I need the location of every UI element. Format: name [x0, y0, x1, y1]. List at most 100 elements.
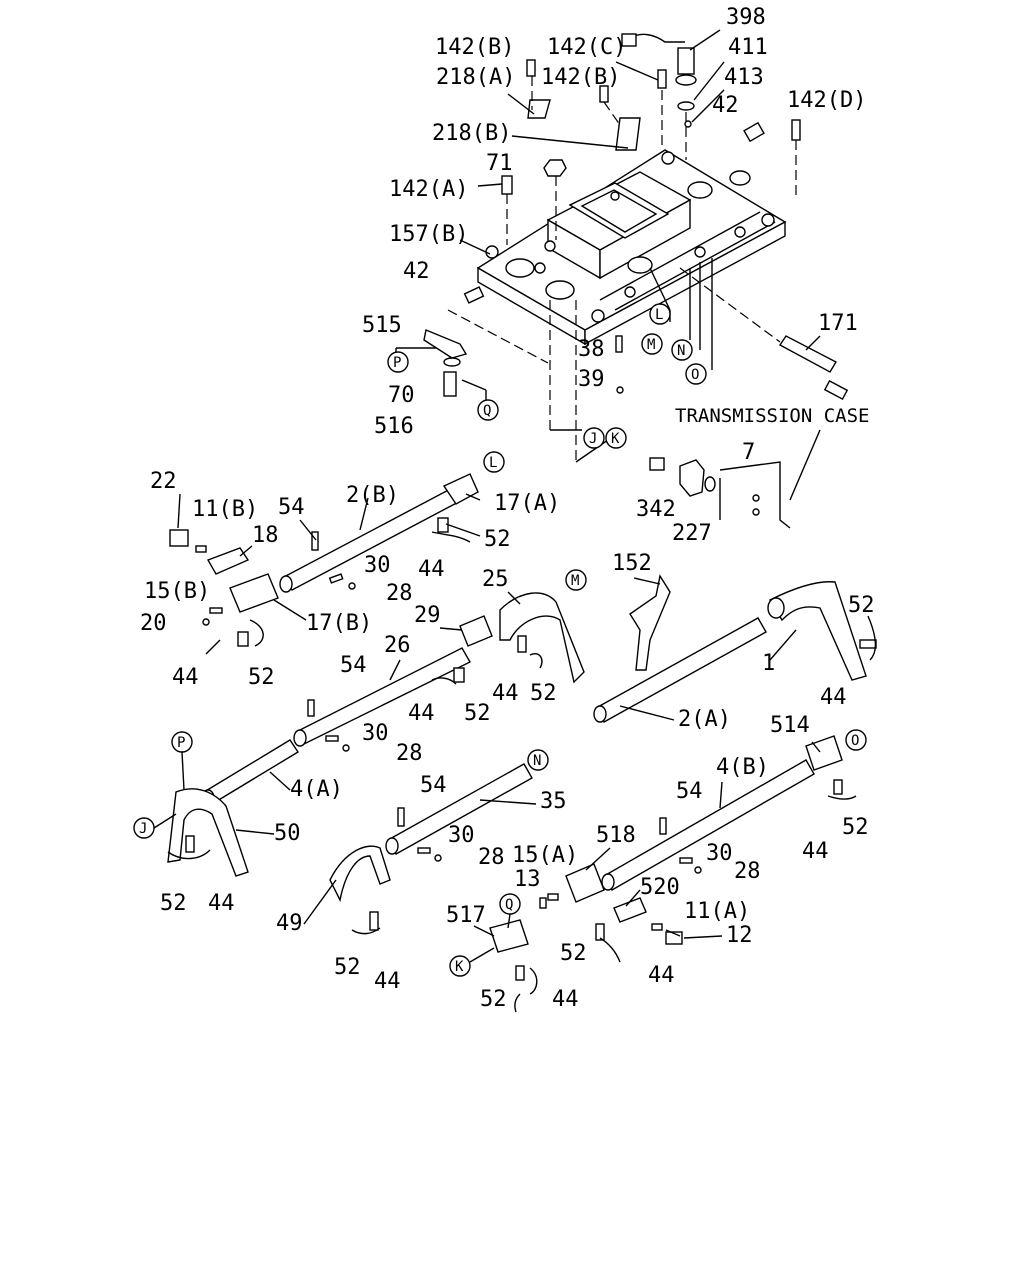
svg-text:K: K — [455, 959, 464, 975]
label-25: 25 — [482, 567, 509, 592]
label-28-3: 28 — [478, 845, 505, 870]
svg-text:O: O — [851, 733, 859, 749]
ref-l-2: L — [483, 451, 505, 473]
ref-n-2: N — [527, 749, 549, 771]
label-42-2: 42 — [403, 259, 430, 284]
shift-cover-assembly — [395, 33, 849, 463]
label-1: 1 — [762, 651, 775, 676]
label-142c: 142(C) — [547, 35, 626, 60]
label-342: 342 — [636, 497, 676, 522]
label-4a: 4(A) — [290, 777, 343, 802]
ref-j-2: J — [133, 817, 155, 839]
svg-text:M: M — [647, 337, 655, 353]
label-44-6: 44 — [208, 891, 235, 916]
label-142a: 142(A) — [389, 177, 468, 202]
label-152: 152 — [612, 551, 652, 576]
label-28-2: 28 — [396, 741, 423, 766]
label-transmission-case: TRANSMISSION CASE — [675, 405, 869, 427]
label-22: 22 — [150, 469, 177, 494]
label-54-2: 54 — [340, 653, 367, 678]
label-12: 12 — [726, 923, 753, 948]
svg-text:Q: Q — [505, 897, 513, 913]
label-52-7: 52 — [160, 891, 187, 916]
label-29: 29 — [414, 603, 441, 628]
ref-q-2: Q — [499, 893, 521, 915]
label-30-2: 30 — [362, 721, 389, 746]
reference-markers: L M N O P Q J K L M P J N O Q K — [133, 303, 867, 977]
label-52-2: 52 — [848, 593, 875, 618]
svg-text:N: N — [533, 753, 541, 769]
part-labels: 398 142(B) 142(C) 411 218(A) 142(B) 413 … — [140, 5, 875, 1012]
transmission-case-detail — [649, 429, 821, 529]
label-517: 517 — [446, 903, 486, 928]
label-44-9: 44 — [552, 987, 579, 1012]
label-30-1: 30 — [364, 553, 391, 578]
ref-p-1: P — [387, 351, 409, 373]
label-44-7: 44 — [648, 963, 675, 988]
label-52-1: 52 — [484, 527, 511, 552]
ref-q-1: Q — [477, 399, 499, 421]
label-18: 18 — [252, 523, 279, 548]
svg-text:M: M — [571, 573, 579, 589]
label-142d: 142(D) — [787, 88, 866, 113]
svg-text:J: J — [589, 431, 597, 447]
label-2b: 2(B) — [346, 483, 399, 508]
svg-text:K: K — [611, 431, 620, 447]
label-30-4: 30 — [706, 841, 733, 866]
label-515: 515 — [362, 313, 402, 338]
svg-text:J: J — [139, 821, 147, 837]
label-13: 13 — [514, 867, 541, 892]
label-28-4: 28 — [734, 859, 761, 884]
ref-o-1: O — [685, 363, 707, 385]
label-52-8: 52 — [560, 941, 587, 966]
label-42-1: 42 — [712, 93, 739, 118]
svg-text:Q: Q — [483, 403, 491, 419]
label-516: 516 — [374, 414, 414, 439]
label-52-9: 52 — [334, 955, 361, 980]
label-171: 171 — [818, 311, 858, 336]
ref-l-1: L — [649, 303, 671, 325]
svg-text:N: N — [677, 343, 685, 359]
label-54-4: 54 — [676, 779, 703, 804]
label-142b-1: 142(B) — [435, 35, 514, 60]
label-71: 71 — [486, 151, 513, 176]
label-17a: 17(A) — [494, 491, 560, 516]
label-28-1: 28 — [386, 581, 413, 606]
label-52-3: 52 — [248, 665, 275, 690]
label-54-1: 54 — [278, 495, 305, 520]
ref-p-2: P — [171, 731, 193, 753]
svg-text:P: P — [177, 735, 185, 751]
label-44-extra: 44 — [408, 701, 435, 726]
label-15b: 15(B) — [144, 579, 210, 604]
label-227: 227 — [672, 521, 712, 546]
label-11a: 11(A) — [684, 899, 750, 924]
label-411: 411 — [728, 35, 768, 60]
label-398: 398 — [726, 5, 766, 30]
label-514: 514 — [770, 713, 810, 738]
ref-k-1: K — [605, 427, 627, 449]
label-35: 35 — [540, 789, 567, 814]
label-70: 70 — [388, 383, 415, 408]
label-44-5: 44 — [802, 839, 829, 864]
label-52-5: 52 — [464, 701, 491, 726]
label-44-8: 44 — [374, 969, 401, 994]
label-50: 50 — [274, 821, 301, 846]
ref-k-2: K — [449, 955, 471, 977]
label-413: 413 — [724, 65, 764, 90]
label-17b: 17(B) — [306, 611, 372, 636]
label-52-4: 52 — [530, 681, 557, 706]
svg-text:L: L — [655, 307, 663, 323]
leader-lines — [153, 29, 821, 963]
label-44-3: 44 — [492, 681, 519, 706]
shift-rails-and-forks — [167, 473, 877, 1013]
label-218b: 218(B) — [432, 121, 511, 146]
label-44-2: 44 — [172, 665, 199, 690]
label-2a: 2(A) — [678, 707, 731, 732]
svg-text:L: L — [489, 455, 497, 471]
svg-text:O: O — [691, 367, 699, 383]
ref-m-1: M — [641, 333, 663, 355]
label-52-6: 52 — [842, 815, 869, 840]
label-157b: 157(B) — [389, 222, 468, 247]
label-38: 38 — [578, 337, 605, 362]
